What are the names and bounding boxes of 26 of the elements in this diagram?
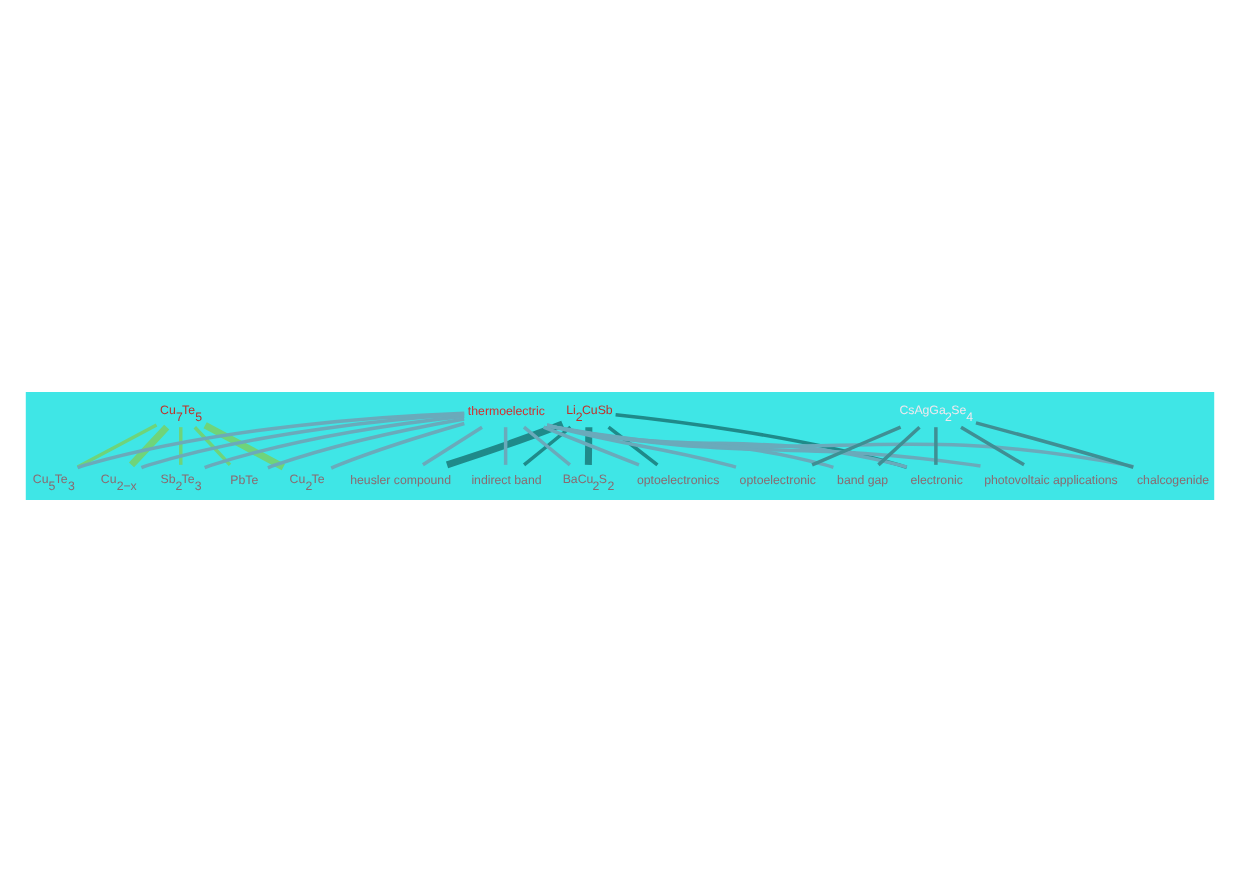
connector [584,426,593,464]
connector [193,425,232,466]
connector [546,422,834,469]
connector [546,422,737,468]
connector [140,411,465,469]
connector [934,426,938,464]
connector [77,410,465,469]
connector [546,422,981,467]
connector [607,424,659,466]
connector [128,423,170,467]
connector [811,424,902,466]
connector [445,419,564,468]
connector [877,424,921,466]
connector [330,420,465,469]
connector [204,413,465,469]
connector [267,416,465,469]
connector [975,420,1134,468]
connector [503,426,508,464]
connector [546,422,908,468]
connector [76,422,158,468]
connector [179,426,183,464]
connector [960,424,1025,466]
connector [546,422,1134,468]
connector [543,424,640,466]
connector [203,421,285,470]
connector [421,424,483,466]
